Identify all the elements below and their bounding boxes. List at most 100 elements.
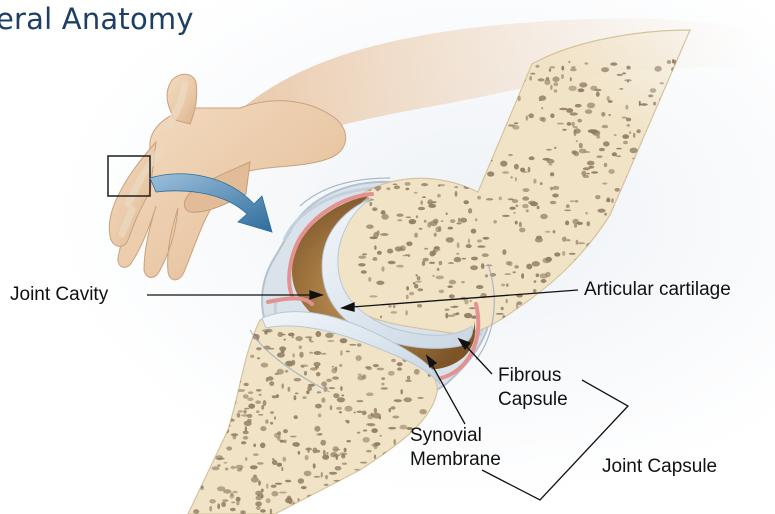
spongy-bone-pore <box>314 426 320 432</box>
spongy-bone-pore <box>217 486 225 491</box>
spongy-bone-pore <box>284 339 286 341</box>
spongy-bone-pore <box>363 430 367 432</box>
spongy-bone-pore <box>523 188 530 192</box>
spongy-bone-pore <box>367 366 373 370</box>
spongy-bone-pore <box>614 134 617 136</box>
spongy-bone-pore <box>394 439 396 445</box>
spongy-bone-pore <box>422 261 425 267</box>
spongy-bone-pore <box>299 345 302 349</box>
spongy-bone-pore <box>400 389 403 394</box>
spongy-bone-pore <box>277 463 283 467</box>
spongy-bone-pore <box>271 491 278 496</box>
label-fibrous-capsule: Fibrous Capsule <box>494 364 568 412</box>
spongy-bone-pore <box>298 451 301 455</box>
spongy-bone-pore <box>533 179 536 184</box>
label-synovial-membrane: Synovial Membrane <box>410 424 501 472</box>
spongy-bone-pore <box>538 78 545 81</box>
spongy-bone-pore <box>247 419 251 423</box>
spongy-bone-pore <box>391 359 396 362</box>
spongy-bone-pore <box>261 494 264 498</box>
spongy-bone-pore <box>619 88 623 90</box>
spongy-bone-pore <box>501 307 504 310</box>
spongy-bone-pore <box>633 133 636 138</box>
spongy-bone-pore <box>399 425 407 430</box>
spongy-bone-pore <box>640 103 648 105</box>
spongy-bone-pore <box>314 476 321 478</box>
spongy-bone-pore <box>357 343 362 347</box>
spongy-bone-pore <box>394 185 400 189</box>
spongy-bone-pore <box>292 442 300 447</box>
spongy-bone-pore <box>340 386 342 391</box>
spongy-bone-pore <box>394 399 396 401</box>
spongy-bone-pore <box>493 220 497 224</box>
spongy-bone-pore <box>270 411 274 414</box>
spongy-bone-pore <box>326 379 332 382</box>
spongy-bone-pore <box>417 304 422 308</box>
spongy-bone-pore <box>639 101 641 106</box>
spongy-bone-pore <box>562 237 567 242</box>
spongy-bone-pore <box>354 469 359 471</box>
spongy-bone-pore <box>568 61 570 63</box>
spongy-bone-pore <box>362 411 367 416</box>
spongy-bone-pore <box>255 501 262 506</box>
spongy-bone-pore <box>374 442 381 445</box>
spongy-bone-pore <box>427 222 431 228</box>
spongy-bone-pore <box>316 372 321 376</box>
spongy-bone-pore <box>389 408 392 412</box>
spongy-bone-pore <box>231 502 235 504</box>
spongy-bone-pore <box>272 460 277 465</box>
spongy-bone-pore <box>439 261 443 265</box>
spongy-bone-pore <box>575 200 579 203</box>
spongy-bone-pore <box>549 68 551 71</box>
spongy-bone-pore <box>258 480 261 486</box>
spongy-bone-pore <box>243 410 246 414</box>
spongy-bone-pore <box>222 499 228 502</box>
spongy-bone-pore <box>330 405 333 410</box>
spongy-bone-pore <box>514 265 519 269</box>
spongy-bone-pore <box>340 338 348 343</box>
spongy-bone-pore <box>288 333 295 337</box>
spongy-bone-pore <box>298 478 304 484</box>
spongy-bone-pore <box>325 475 328 480</box>
spongy-bone-pore <box>285 498 293 504</box>
spongy-bone-pore <box>253 444 256 448</box>
spongy-bone-pore <box>557 123 565 125</box>
spongy-bone-pore <box>611 198 614 203</box>
spongy-bone-pore <box>569 253 576 255</box>
spongy-bone-pore <box>599 148 605 151</box>
spongy-bone-pore <box>267 376 273 380</box>
spongy-bone-pore <box>357 411 363 413</box>
spongy-bone-pore <box>514 164 519 170</box>
spongy-bone-pore <box>454 257 462 262</box>
spongy-bone-pore <box>396 265 404 268</box>
spongy-bone-pore <box>391 406 396 409</box>
spongy-bone-pore <box>612 152 617 156</box>
spongy-bone-pore <box>417 397 424 399</box>
spongy-bone-pore <box>574 224 577 228</box>
spongy-bone-pore <box>567 239 571 241</box>
spongy-bone-pore <box>550 113 554 118</box>
spongy-bone-pore <box>579 82 587 87</box>
spongy-bone-pore <box>614 188 620 192</box>
spongy-bone-pore <box>579 143 583 149</box>
spongy-bone-pore <box>547 159 555 164</box>
spongy-bone-pore <box>309 352 313 354</box>
spongy-bone-pore <box>575 104 582 108</box>
spongy-bone-pore <box>546 77 550 81</box>
spongy-bone-pore <box>327 340 334 342</box>
spongy-bone-pore <box>529 156 535 160</box>
spongy-bone-pore <box>624 79 632 81</box>
spongy-bone-pore <box>332 366 334 368</box>
spongy-bone-pore <box>457 222 462 224</box>
spongy-bone-pore <box>461 281 465 283</box>
spongy-bone-pore <box>584 151 591 153</box>
spongy-bone-pore <box>604 213 607 216</box>
spongy-bone-pore <box>381 387 388 390</box>
spongy-bone-pore <box>415 281 421 283</box>
spongy-bone-pore <box>277 352 285 357</box>
spongy-bone-pore <box>285 361 292 366</box>
spongy-bone-pore <box>340 350 343 356</box>
spongy-bone-pore <box>554 89 558 93</box>
spongy-bone-pore <box>292 336 294 338</box>
spongy-bone-pore <box>537 206 540 209</box>
